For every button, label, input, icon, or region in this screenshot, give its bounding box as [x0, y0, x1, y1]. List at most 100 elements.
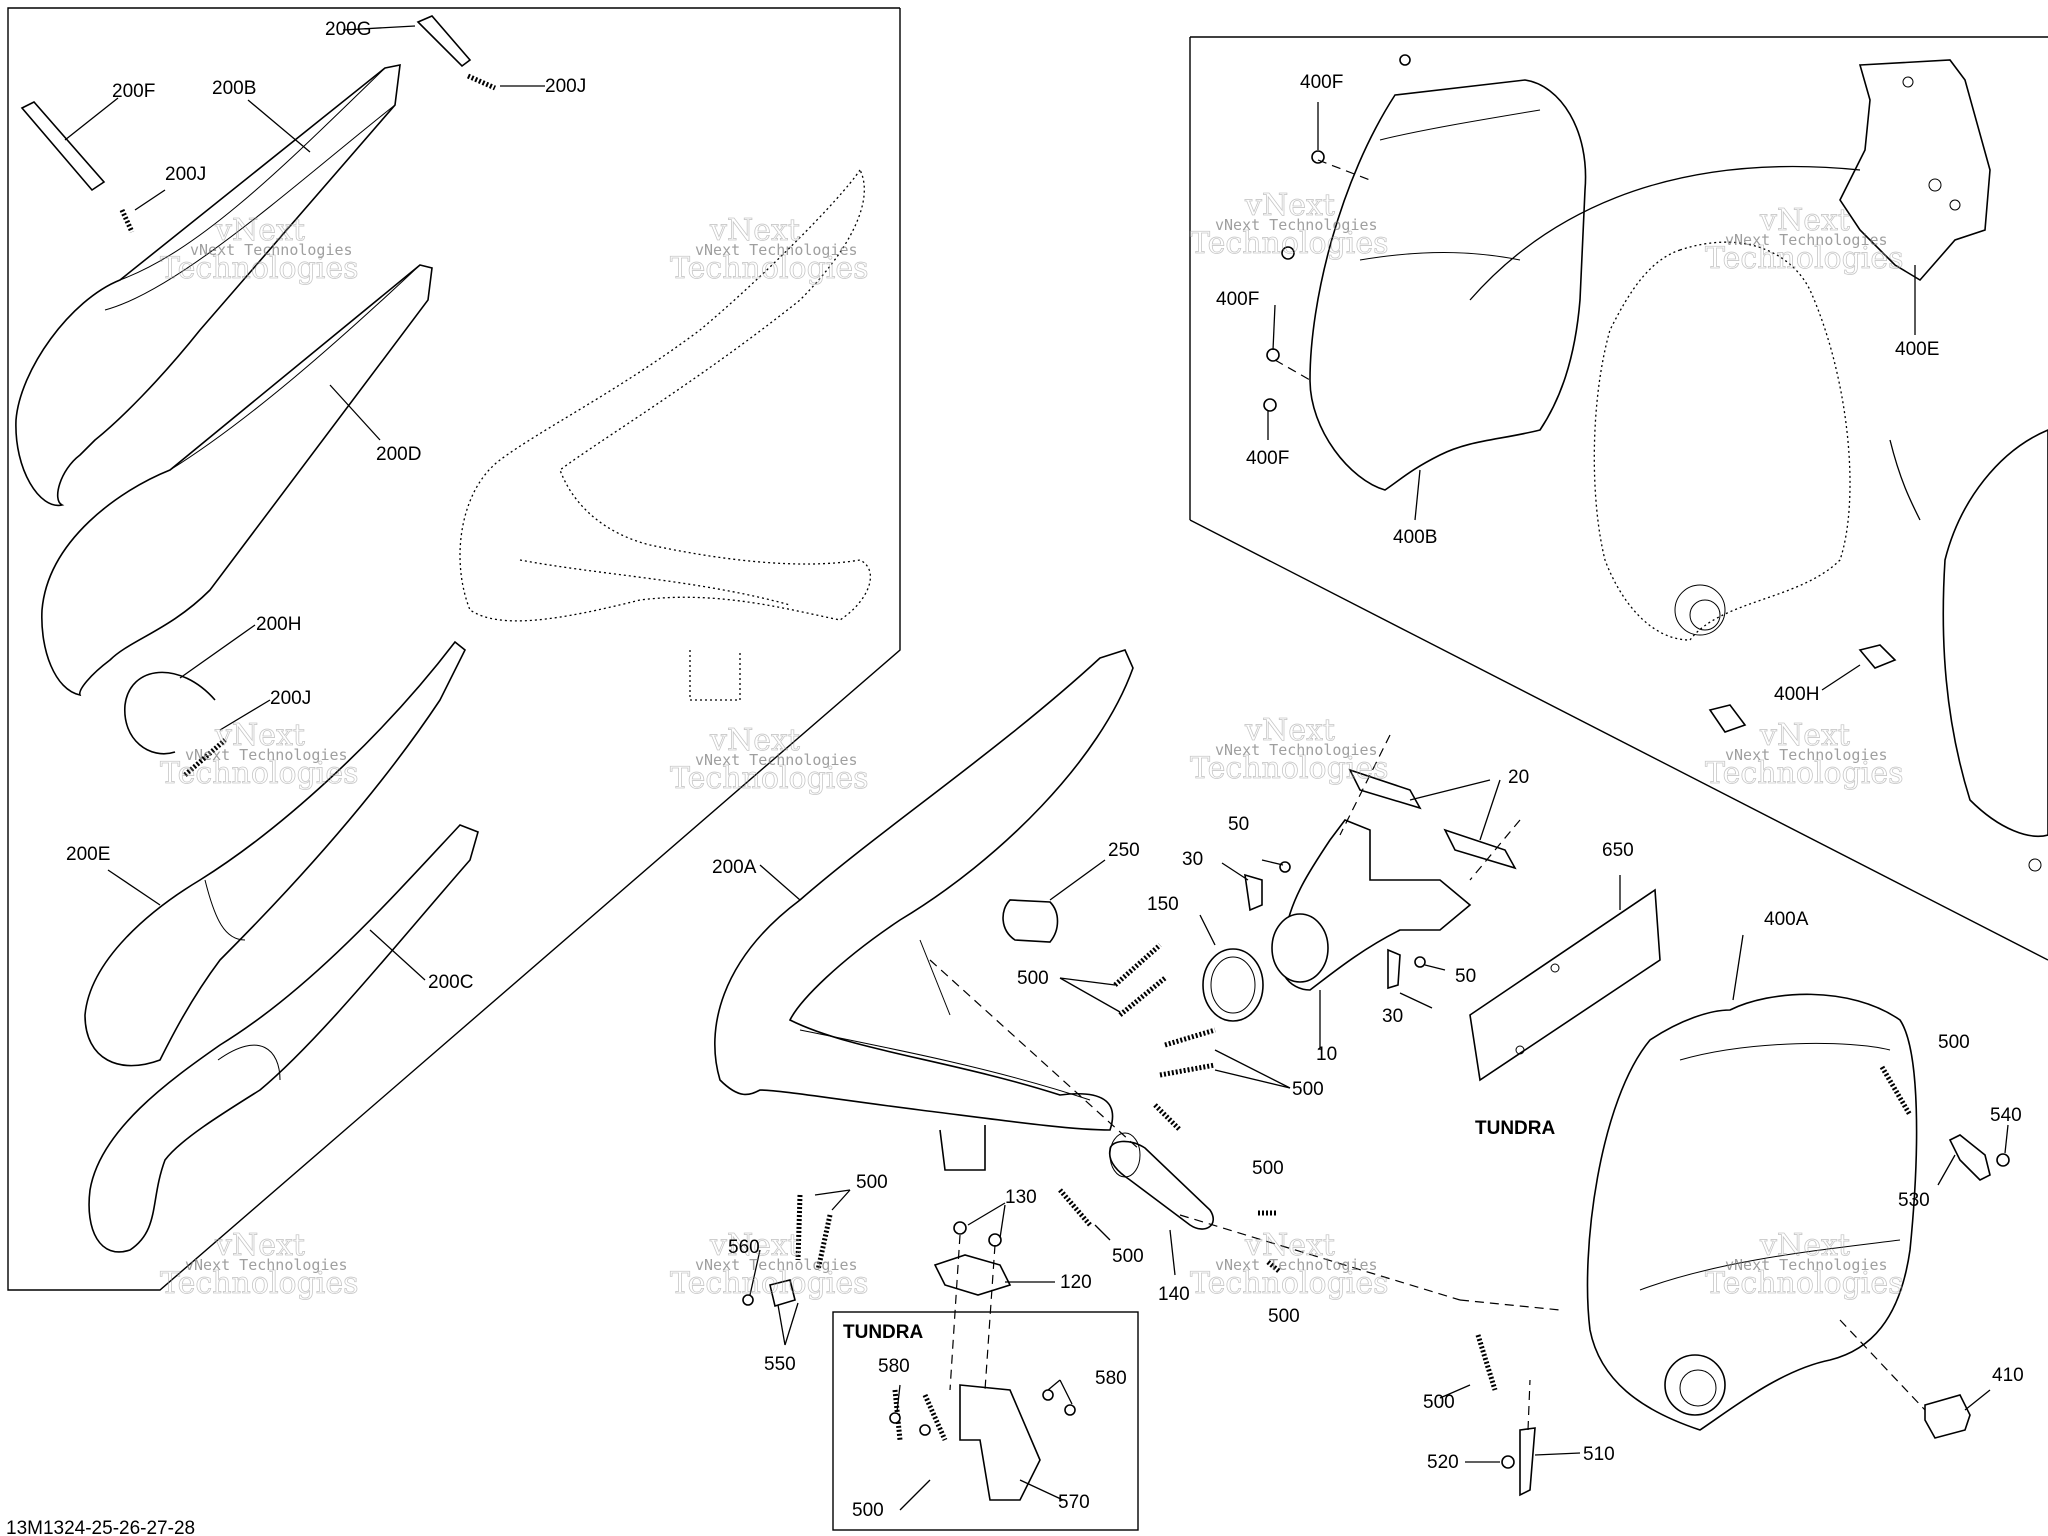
- label-200j-low: 200J: [270, 688, 311, 709]
- label-540: 540: [1990, 1105, 2022, 1126]
- silencer-reference-outline: [1593, 241, 1851, 641]
- svg-text:Technologies: Technologies: [1190, 751, 1389, 786]
- part-10: [1271, 819, 1472, 1050]
- svg-text:vNext Technologies: vNext Technologies: [1215, 1256, 1378, 1274]
- svg-text:vNext: vNext: [1759, 718, 1850, 753]
- svg-text:vNext: vNext: [709, 213, 800, 248]
- svg-text:vNext: vNext: [1759, 1228, 1850, 1263]
- svg-text:vNext Technologies: vNext Technologies: [1725, 231, 1888, 249]
- svg-text:vNext: vNext: [214, 213, 305, 248]
- part-20-gaskets: [1339, 734, 1521, 881]
- label-400b: 400B: [1393, 527, 1437, 548]
- part-410: [1839, 1319, 1991, 1439]
- label-500-8: 500: [856, 1172, 888, 1193]
- label-200e: 200E: [66, 844, 110, 865]
- svg-text:Technologies: Technologies: [670, 761, 869, 796]
- label-400e: 400E: [1895, 339, 1939, 360]
- svg-text:vNext Technologies: vNext Technologies: [1215, 741, 1378, 759]
- svg-text:vNext: vNext: [214, 718, 305, 753]
- label-200h: 200H: [256, 614, 301, 635]
- part-400a: [1586, 934, 1918, 1431]
- part-400h: [1708, 644, 1897, 733]
- label-410: 410: [1992, 1365, 2024, 1386]
- reference-pipe-outline: [459, 168, 871, 701]
- svg-text:vNext Technologies: vNext Technologies: [695, 1256, 858, 1274]
- label-200f: 200F: [112, 81, 155, 102]
- left-variants-panel: [7, 7, 901, 1291]
- label-500-1: 500: [1017, 968, 1049, 989]
- part-200e: [84, 640, 467, 1067]
- label-550: 550: [764, 1354, 796, 1375]
- part-140: [1108, 1132, 1214, 1276]
- part-200f: [20, 97, 119, 192]
- label-50-2: 50: [1455, 966, 1476, 987]
- label-150: 150: [1147, 894, 1179, 915]
- label-200g: 200G: [325, 19, 371, 40]
- svg-text:Technologies: Technologies: [1705, 756, 1904, 791]
- svg-text:vNext Technologies: vNext Technologies: [1725, 746, 1888, 764]
- label-400h: 400H: [1774, 684, 1819, 705]
- part-200j-top: [466, 73, 545, 91]
- svg-text:vNext Technologies: vNext Technologies: [1215, 216, 1378, 234]
- svg-text:Technologies: Technologies: [160, 1266, 359, 1301]
- label-650: 650: [1602, 840, 1634, 861]
- svg-text:vNext Technologies: vNext Technologies: [185, 1256, 348, 1274]
- svg-text:vNext Technologies: vNext Technologies: [190, 241, 353, 259]
- label-400f-1: 400F: [1300, 72, 1343, 93]
- svg-text:Technologies: Technologies: [1190, 1266, 1389, 1301]
- svg-text:vNext Technologies: vNext Technologies: [695, 241, 858, 259]
- part-250: [1002, 859, 1106, 943]
- part-400b: [1309, 79, 1587, 521]
- label-500-5: 500: [1268, 1306, 1300, 1327]
- part-200b: [15, 63, 401, 507]
- part-200g: [342, 15, 472, 68]
- label-500-2: 500: [1292, 1079, 1324, 1100]
- part-400f-screws: [1263, 54, 1411, 440]
- label-560: 560: [728, 1237, 760, 1258]
- svg-text:Technologies: Technologies: [1705, 241, 1904, 276]
- part-550-560: [742, 1249, 799, 1346]
- label-510: 510: [1583, 1444, 1615, 1465]
- label-500-3: 500: [1252, 1158, 1284, 1179]
- tundra-inset: [832, 1311, 1139, 1531]
- label-580-1: 580: [878, 1356, 910, 1377]
- part-200c: [88, 824, 479, 1253]
- part-200j-mid: [119, 189, 166, 234]
- part-400a-partial: [1942, 429, 2048, 872]
- label-500-4: 500: [1112, 1246, 1144, 1267]
- label-30-2: 30: [1382, 1006, 1403, 1027]
- label-500-7: 500: [1938, 1032, 1970, 1053]
- label-200j-top: 200J: [545, 76, 586, 97]
- part-650: [1469, 875, 1661, 1082]
- svg-text:Technologies: Technologies: [670, 251, 869, 286]
- svg-text:vNext: vNext: [1244, 713, 1335, 748]
- svg-text:Technologies: Technologies: [1705, 1266, 1904, 1301]
- label-570: 570: [1058, 1492, 1090, 1513]
- diagram-code: 13M1324-25-26-27-28: [6, 1518, 195, 1536]
- part-30-50-fasteners: [1221, 859, 1446, 1009]
- svg-text:vNext Technologies: vNext Technologies: [185, 746, 348, 764]
- svg-text:Technologies: Technologies: [160, 756, 359, 791]
- part-200d: [41, 264, 433, 697]
- right-silencer-panel: [1189, 36, 2048, 961]
- svg-text:vNext Technologies: vNext Technologies: [1725, 1256, 1888, 1274]
- part-530-540: [1937, 1124, 2010, 1186]
- svg-text:vNext: vNext: [709, 1228, 800, 1263]
- label-400a: 400A: [1764, 909, 1809, 930]
- svg-text:vNext: vNext: [1244, 188, 1335, 223]
- label-580-2: 580: [1095, 1368, 1127, 1389]
- label-10: 10: [1316, 1044, 1337, 1065]
- label-250: 250: [1108, 840, 1140, 861]
- label-200c: 200C: [428, 972, 473, 993]
- label-140: 140: [1158, 1284, 1190, 1305]
- label-200b: 200B: [212, 78, 256, 99]
- svg-text:vNext: vNext: [214, 1228, 305, 1263]
- label-200j-mid: 200J: [165, 164, 206, 185]
- label-200a: 200A: [712, 857, 757, 878]
- assembly-guides: [929, 959, 1561, 1391]
- label-tundra-2: TUNDRA: [843, 1322, 923, 1343]
- label-tundra-1: TUNDRA: [1475, 1118, 1555, 1139]
- label-500-6: 500: [1423, 1392, 1455, 1413]
